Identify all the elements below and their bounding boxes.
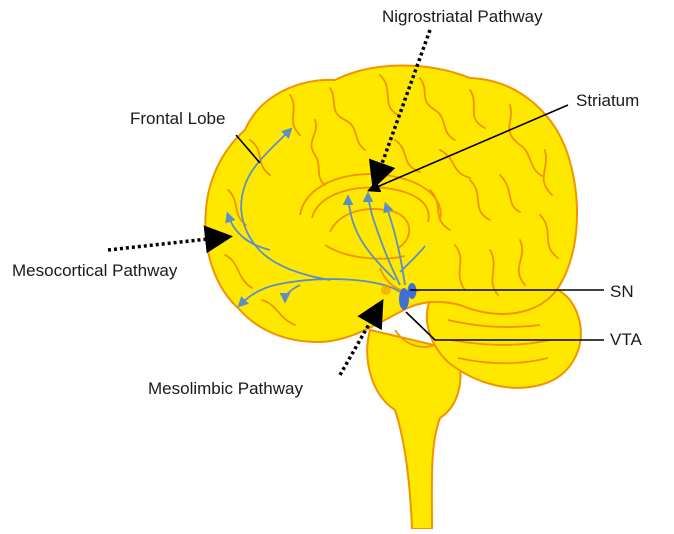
frontal-lobe-label: Frontal Lobe — [130, 110, 225, 127]
sn-label: SN — [610, 283, 634, 300]
vta-nucleus — [399, 288, 409, 310]
mesolimbic-label: Mesolimbic Pathway — [148, 380, 303, 397]
mesocortical-label: Mesocortical Pathway — [12, 262, 177, 279]
mesolimbic-target-dot — [381, 285, 391, 295]
vta-label: VTA — [610, 331, 642, 348]
nigrostriatal-label: Nigrostriatal Pathway — [382, 8, 543, 25]
striatum-label: Striatum — [576, 92, 639, 109]
cerebrum-shape — [205, 66, 577, 343]
